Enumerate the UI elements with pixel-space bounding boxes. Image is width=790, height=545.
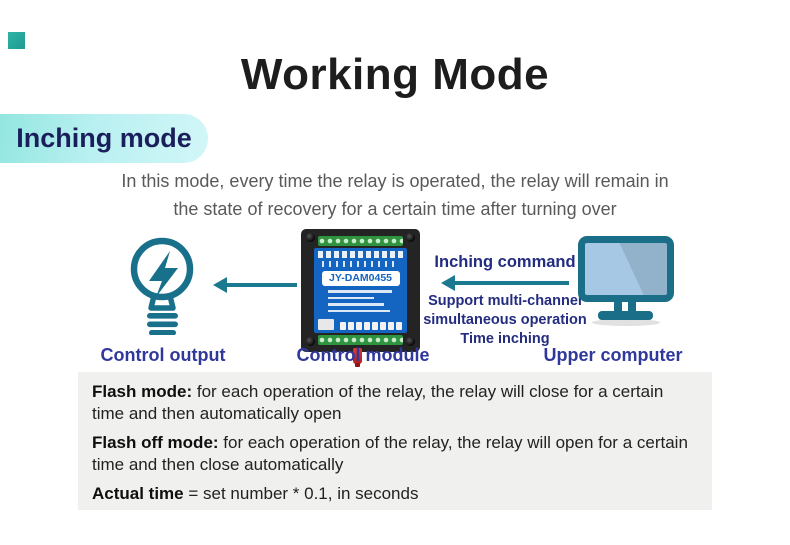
- inching-mode-badge-label: Inching mode: [16, 123, 192, 153]
- arrow-shaft: [451, 281, 569, 285]
- computer-monitor-icon: [578, 236, 674, 326]
- spec-text-line: [328, 296, 374, 299]
- dip-connector: [380, 322, 386, 330]
- screw-icon: [406, 337, 415, 346]
- arrow-head-icon: [441, 275, 455, 291]
- arrow-head-icon: [213, 277, 227, 293]
- monitor-screen: [578, 236, 674, 302]
- monitor-shadow: [592, 319, 660, 326]
- arrow-module-to-output: [213, 277, 297, 293]
- dip-connector: [348, 322, 354, 330]
- support-line-3: Time inching: [460, 331, 550, 348]
- terminal-number-row: [318, 251, 403, 258]
- screw-icon: [306, 233, 315, 242]
- antenna-connector-icon: [353, 348, 362, 367]
- screw-icon: [406, 233, 415, 242]
- monitor-stand: [614, 301, 622, 313]
- dip-connector: [388, 322, 394, 330]
- terminal-block-top: [318, 236, 403, 246]
- arrow-computer-to-module: [441, 275, 569, 291]
- note-actual-time: Actual time = set number * 0.1, in secon…: [92, 483, 698, 505]
- page-title: Working Mode: [240, 50, 550, 99]
- monitor-base: [598, 311, 653, 320]
- corner-decoration-square: [8, 32, 25, 49]
- terminal-block-bottom: [318, 335, 403, 345]
- inching-command-label: Inching command: [434, 253, 576, 271]
- dip-connector: [372, 322, 378, 330]
- dip-connector: [340, 322, 346, 330]
- note-actual-time-text: = set number * 0.1, in seconds: [183, 484, 419, 504]
- mode-description: In this mode, every time the relay is op…: [0, 168, 790, 224]
- dip-connector: [356, 322, 362, 330]
- note-actual-time-term: Actual time: [92, 484, 184, 504]
- screw-icon: [306, 337, 315, 346]
- support-description: Support multi-channel simultaneous opera…: [423, 292, 587, 349]
- arrow-shaft: [223, 283, 297, 287]
- spec-text-line: [328, 303, 384, 306]
- inching-mode-badge: Inching mode: [0, 114, 208, 163]
- spec-text-line: [328, 290, 392, 293]
- connector-row: [318, 319, 403, 330]
- dip-connector: [396, 322, 402, 330]
- notes-panel: Flash mode: for each operation of the re…: [78, 372, 712, 510]
- control-output-label: Control output: [100, 345, 226, 365]
- terminal-tick-row: [322, 261, 399, 267]
- light-bulb-icon: [116, 235, 208, 336]
- description-line-2: the state of recovery for a certain time…: [173, 198, 617, 219]
- dip-connector: [364, 322, 370, 330]
- spec-text-line: [328, 309, 390, 312]
- description-line-1: In this mode, every time the relay is op…: [121, 171, 669, 191]
- control-module-photo: JY-DAM0455: [301, 229, 420, 367]
- control-module-label: Control module: [296, 345, 430, 365]
- note-flash-off-mode-text: for each operation of the relay, the rel…: [92, 433, 688, 475]
- support-line-1: Support multi-channel: [428, 293, 582, 309]
- note-flash-mode-term: Flash mode:: [92, 382, 193, 401]
- module-model-label: JY-DAM0455: [321, 271, 400, 286]
- rj45-port-icon: [318, 319, 334, 330]
- support-line-2: simultaneous operation: [423, 312, 587, 329]
- upper-computer-label: Upper computer: [543, 345, 683, 365]
- module-face: JY-DAM0455: [314, 248, 407, 333]
- note-flash-off-mode: Flash off mode: for each operation of th…: [92, 432, 698, 476]
- note-flash-mode-text: for each operation of the relay, the rel…: [92, 382, 664, 424]
- monitor-stand: [628, 301, 636, 313]
- note-flash-off-mode-term: Flash off mode:: [92, 433, 219, 453]
- note-flash-mode: Flash mode: for each operation of the re…: [92, 381, 698, 425]
